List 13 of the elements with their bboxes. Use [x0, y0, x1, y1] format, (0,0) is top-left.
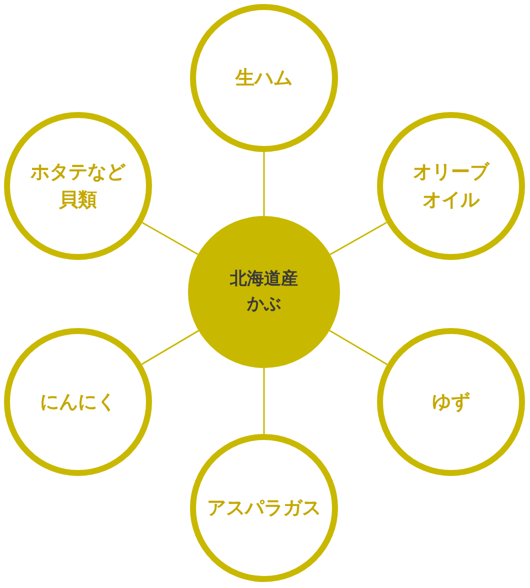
item-label: 北海道産かぶ — [228, 268, 299, 316]
connector-line — [142, 222, 198, 256]
item-label: ホタテなど貝類 — [30, 160, 127, 213]
item-label: アスパラガス — [206, 496, 322, 521]
connector-line — [329, 330, 388, 366]
connector-line — [263, 152, 265, 216]
item-label: にんにく — [39, 390, 117, 415]
connector-line — [330, 222, 387, 256]
connector-line — [263, 368, 265, 434]
item-label: ゆず — [431, 390, 471, 415]
item-label: オリーブオイル — [412, 160, 491, 213]
connector-line — [141, 330, 199, 365]
item-label: 生ハム — [234, 66, 294, 91]
